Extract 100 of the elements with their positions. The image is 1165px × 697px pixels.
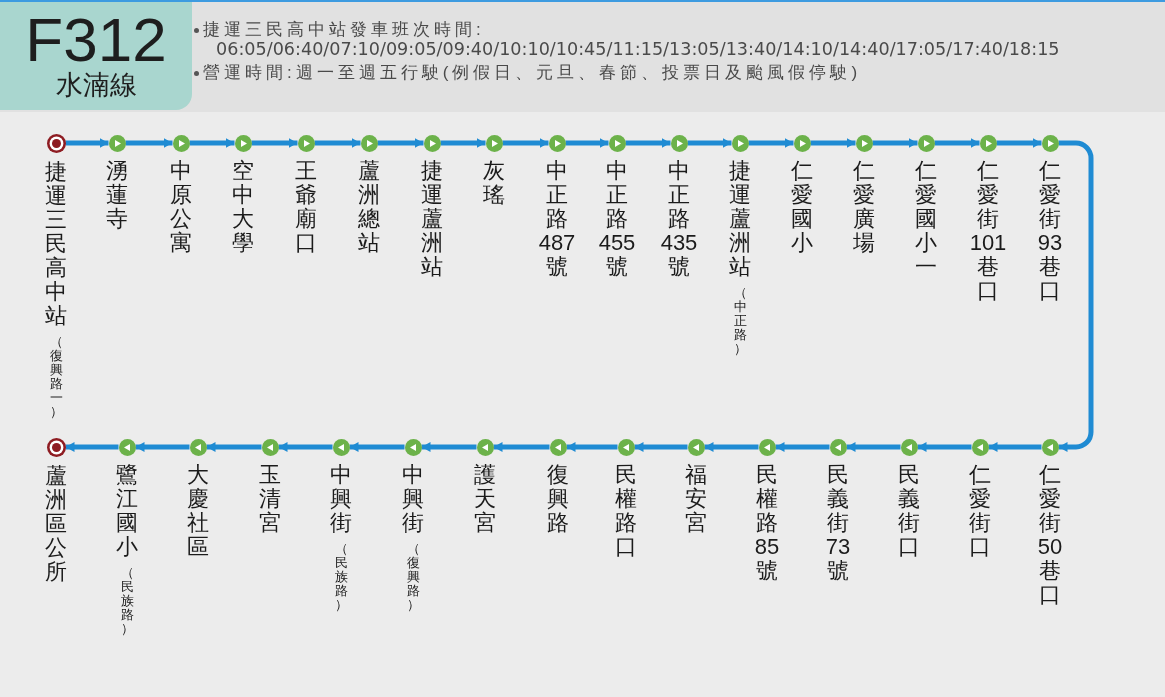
route-line bbox=[988, 442, 1042, 452]
route-line bbox=[65, 138, 109, 148]
route-line bbox=[440, 138, 486, 148]
stop-marker-icon bbox=[855, 134, 873, 152]
route-line bbox=[625, 138, 671, 148]
route-line bbox=[349, 442, 405, 452]
route-line bbox=[125, 138, 173, 148]
route-line bbox=[65, 442, 119, 452]
stop-marker-icon bbox=[670, 134, 688, 152]
route-line bbox=[704, 442, 759, 452]
departure-times: 06:05/06:40/07:10/09:05/09:40/10:10/10:45/11:15/13:05/13:40/14:10/14:40/17:05/17:40/18:15 bbox=[216, 38, 1060, 60]
stop-name: 復興路 bbox=[547, 462, 569, 535]
stop-name: 民權路口 bbox=[615, 462, 637, 559]
stop-name: 仁愛廣場 bbox=[853, 158, 875, 255]
stop-marker-icon bbox=[332, 438, 350, 456]
stop-marker-icon bbox=[549, 438, 567, 456]
stop-name: 福安宮 bbox=[685, 462, 707, 535]
route-line bbox=[775, 442, 830, 452]
stop-marker-icon bbox=[485, 134, 503, 152]
route-line bbox=[810, 138, 856, 148]
route-line bbox=[934, 138, 980, 148]
stop-marker-icon bbox=[297, 134, 315, 152]
street-note: （復興路一） bbox=[49, 334, 63, 419]
stop-marker-icon bbox=[476, 438, 494, 456]
stop-name: 大慶社區 bbox=[187, 462, 209, 559]
stop-name: 捷運蘆洲站 bbox=[729, 158, 751, 279]
stop-name: 空中大學 bbox=[232, 158, 254, 255]
route-line bbox=[421, 442, 477, 452]
stop-name: 中興街 bbox=[402, 462, 424, 535]
route-line bbox=[189, 138, 235, 148]
stop-name: 仁愛街101巷口 bbox=[969, 158, 1007, 303]
route-line bbox=[566, 442, 618, 452]
stop-name: 護天宮 bbox=[474, 462, 496, 535]
stop-marker-icon bbox=[608, 134, 626, 152]
route-line bbox=[846, 442, 901, 452]
stop-marker-icon bbox=[829, 438, 847, 456]
stop-name: 中興街 bbox=[330, 462, 352, 535]
stop-name: 仁愛街50巷口 bbox=[1037, 462, 1063, 607]
stop-marker-icon bbox=[971, 438, 989, 456]
route-line bbox=[872, 138, 918, 148]
stop-marker-icon bbox=[234, 134, 252, 152]
stop-marker-icon bbox=[404, 438, 422, 456]
stop-marker-icon bbox=[1041, 134, 1059, 152]
route-tab bbox=[0, 2, 192, 110]
stop-marker-icon bbox=[917, 134, 935, 152]
stop-marker-icon bbox=[979, 134, 997, 152]
stop-name: 民義街口 bbox=[898, 462, 920, 559]
route-line bbox=[377, 138, 424, 148]
stop-name: 仁愛街口 bbox=[969, 462, 991, 559]
street-note: （民族路） bbox=[334, 541, 348, 612]
street-note: （復興路） bbox=[406, 541, 420, 612]
stop-name: 中正路455號 bbox=[598, 158, 636, 279]
route-line bbox=[565, 138, 609, 148]
stop-marker-icon bbox=[360, 134, 378, 152]
stop-name: 王爺廟口 bbox=[295, 158, 317, 255]
stop-marker-icon bbox=[1041, 438, 1059, 456]
stop-marker-icon bbox=[108, 134, 126, 152]
route-line bbox=[1058, 140, 1094, 452]
stop-name: 蘆洲區公所 bbox=[45, 463, 67, 584]
stop-name: 中正路487號 bbox=[538, 158, 576, 279]
route-line bbox=[314, 138, 361, 148]
route-line bbox=[917, 442, 972, 452]
stop-name: 玉清宮 bbox=[259, 462, 281, 535]
stop-name: 民義街73號 bbox=[825, 462, 851, 583]
stop-marker-icon bbox=[189, 438, 207, 456]
route-number: F312 bbox=[25, 11, 167, 69]
route-name: 水湳線 bbox=[55, 69, 137, 101]
route-line bbox=[687, 138, 732, 148]
route-line bbox=[493, 442, 550, 452]
route-line bbox=[251, 138, 298, 148]
stop-name: 仁愛國小 bbox=[791, 158, 813, 255]
route-line bbox=[502, 138, 549, 148]
stop-name: 灰瑤 bbox=[483, 158, 505, 207]
stop-name: 仁愛國小一 bbox=[915, 158, 937, 279]
stop-marker-icon bbox=[172, 134, 190, 152]
stop-marker-icon bbox=[617, 438, 635, 456]
stop-marker-icon bbox=[118, 438, 136, 456]
stop-marker-icon bbox=[758, 438, 776, 456]
route-line bbox=[206, 442, 262, 452]
stop-name: 鷺江國小 bbox=[116, 462, 138, 559]
stop-marker-icon bbox=[793, 134, 811, 152]
stop-marker-icon bbox=[900, 438, 918, 456]
service-hours-note: 營運時間:週一至週五行駛(例假日、元旦、春節、投票日及颱風假停駛) bbox=[203, 62, 862, 84]
schedule-heading: 捷運三民高中站發車班次時間: bbox=[203, 19, 485, 41]
street-note: （民族路） bbox=[120, 565, 134, 636]
route-line bbox=[748, 138, 794, 148]
route-line bbox=[135, 442, 190, 452]
stop-marker-icon bbox=[548, 134, 566, 152]
stop-marker-icon bbox=[687, 438, 705, 456]
terminal-marker-icon bbox=[46, 437, 66, 457]
route-line bbox=[996, 138, 1042, 148]
stop-name: 湧蓮寺 bbox=[106, 158, 128, 231]
route-line bbox=[634, 442, 688, 452]
stop-marker-icon bbox=[261, 438, 279, 456]
stop-name: 蘆洲總站 bbox=[358, 158, 380, 255]
stop-marker-icon bbox=[423, 134, 441, 152]
stop-name: 仁愛街93巷口 bbox=[1037, 158, 1063, 303]
header-band bbox=[0, 0, 1165, 112]
stop-marker-icon bbox=[731, 134, 749, 152]
stop-name: 捷運三民高中站 bbox=[45, 159, 67, 328]
